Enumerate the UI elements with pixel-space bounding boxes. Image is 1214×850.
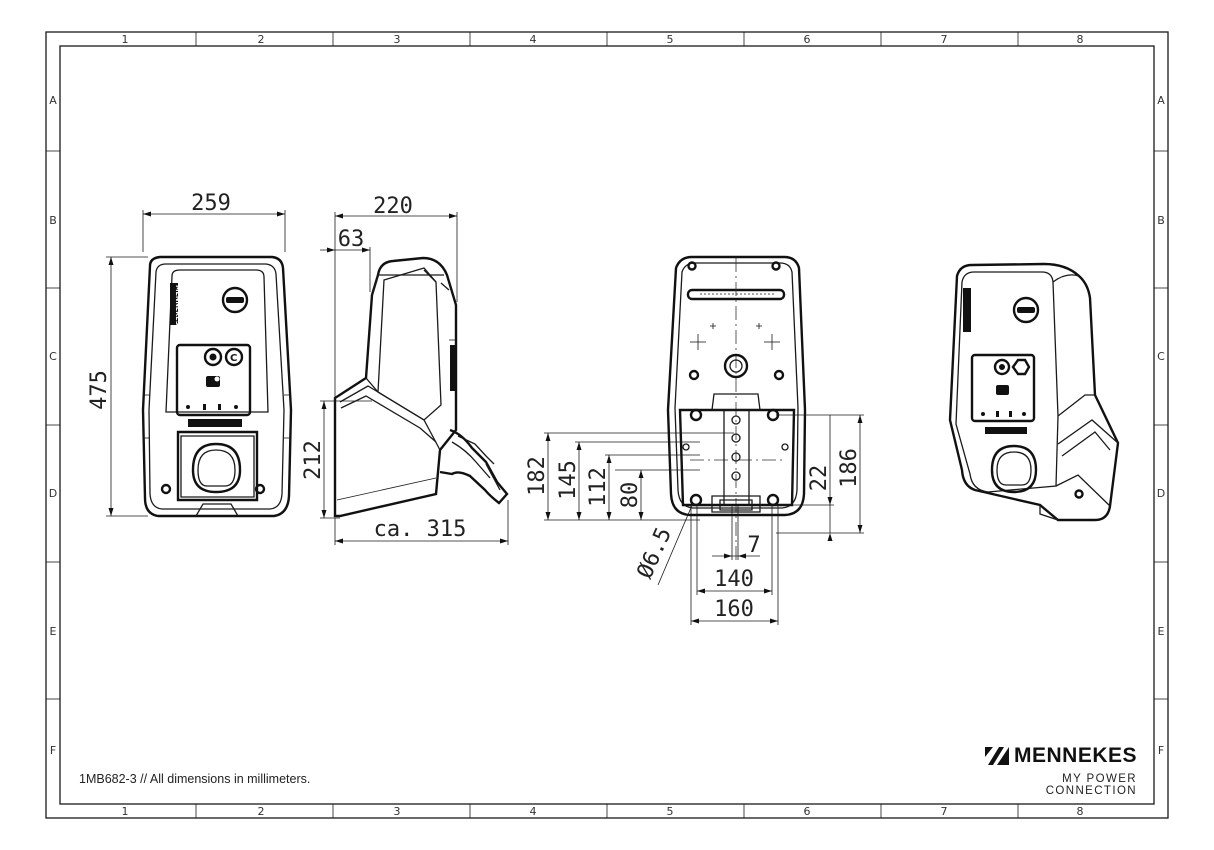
front-status-icon-2 [224, 347, 244, 367]
brand-tagline: MY POWER CONNECTION [1045, 773, 1137, 797]
col-label-3-top: 3 [394, 33, 401, 46]
side-view [333, 256, 509, 518]
row-label-e-right: E [1158, 625, 1165, 638]
dim-side-total: ca. 315 [374, 517, 467, 542]
dim-side-depth: 220 [373, 194, 413, 219]
dim-rear-hole: Ø6.5 [633, 524, 677, 583]
front-key-switch [221, 286, 249, 314]
row-label-f-right: F [1158, 744, 1164, 757]
row-label-a-left: A [49, 94, 57, 107]
row-label-b-left: B [49, 214, 57, 227]
row-label-d-right: D [1157, 487, 1165, 500]
iso-control-panel [970, 353, 1036, 423]
dim-rear-80: 80 [618, 482, 643, 509]
row-label-c-right: C [1157, 350, 1165, 363]
col-label-1-top: 1 [122, 33, 129, 46]
dim-side-height: 212 [301, 440, 326, 480]
col-label-5-bottom: 5 [667, 805, 674, 818]
col-label-1-bottom: 1 [122, 805, 129, 818]
dim-rear-186: 186 [837, 448, 862, 488]
dim-front-width: 259 [191, 191, 231, 216]
row-label-b-right: B [1157, 214, 1165, 227]
iso-logo-strip [963, 288, 971, 332]
drawing-frame: 1 2 3 4 5 6 7 8 1 2 3 4 5 6 7 8 A B C D … [45, 31, 1169, 819]
front-control-panel [175, 343, 252, 417]
front-dimension-lines: 259 475 [87, 191, 286, 517]
row-label-d-left: D [49, 487, 57, 500]
front-view: MENNEKES C [141, 255, 293, 518]
row-label-c-left: C [49, 350, 57, 363]
col-label-7-bottom: 7 [941, 805, 948, 818]
rear-dimension-lines: 182 145 112 80 22 186 7 140 160 Ø6.5 [525, 414, 864, 625]
row-label-f-left: F [50, 744, 56, 757]
isometric-view [948, 262, 1120, 522]
mennekes-logo-icon [985, 747, 1009, 765]
front-logo-strip [170, 283, 178, 325]
dim-front-height: 475 [87, 370, 112, 410]
dim-rear-22: 22 [807, 465, 832, 492]
dim-rear-145: 145 [556, 460, 581, 500]
col-label-6-bottom: 6 [804, 805, 811, 818]
side-dimension-lines: 220 63 212 ca. 315 [301, 194, 509, 545]
brand-block: MENNEKES MY POWER CONNECTION [985, 744, 1137, 797]
dim-side-offset: 63 [338, 227, 365, 252]
col-label-2-bottom: 2 [258, 805, 265, 818]
rear-center-knockout [723, 353, 749, 379]
row-label-e-left: E [50, 625, 57, 638]
front-socket [191, 442, 242, 494]
dim-rear-160: 160 [714, 597, 754, 622]
iso-socket [990, 444, 1038, 494]
col-label-2-top: 2 [258, 33, 265, 46]
col-label-8-top: 8 [1077, 33, 1084, 46]
front-status-icon-1 [203, 347, 223, 367]
brand-name: MENNEKES [985, 744, 1137, 768]
svg-text:C: C [230, 353, 237, 364]
dim-rear-7: 7 [747, 533, 760, 558]
brand-name-text: MENNEKES [1014, 744, 1138, 767]
drawing-footer-note: 1MB682-3 // All dimensions in millimeter… [79, 772, 311, 786]
col-label-8-bottom: 8 [1077, 805, 1084, 818]
col-label-5-top: 5 [667, 33, 674, 46]
front-logo-text: MENNEKES [174, 285, 182, 326]
col-label-4-bottom: 4 [530, 805, 537, 818]
col-label-7-top: 7 [941, 33, 948, 46]
col-label-6-top: 6 [804, 33, 811, 46]
dim-rear-140: 140 [714, 567, 754, 592]
front-brand-label [188, 419, 242, 427]
side-plug [439, 428, 509, 505]
dim-rear-182: 182 [525, 456, 550, 496]
col-label-3-bottom: 3 [394, 805, 401, 818]
row-label-a-right: A [1157, 94, 1165, 107]
col-label-4-top: 4 [530, 33, 537, 46]
rear-view [666, 255, 807, 560]
dim-rear-112: 112 [586, 467, 611, 507]
